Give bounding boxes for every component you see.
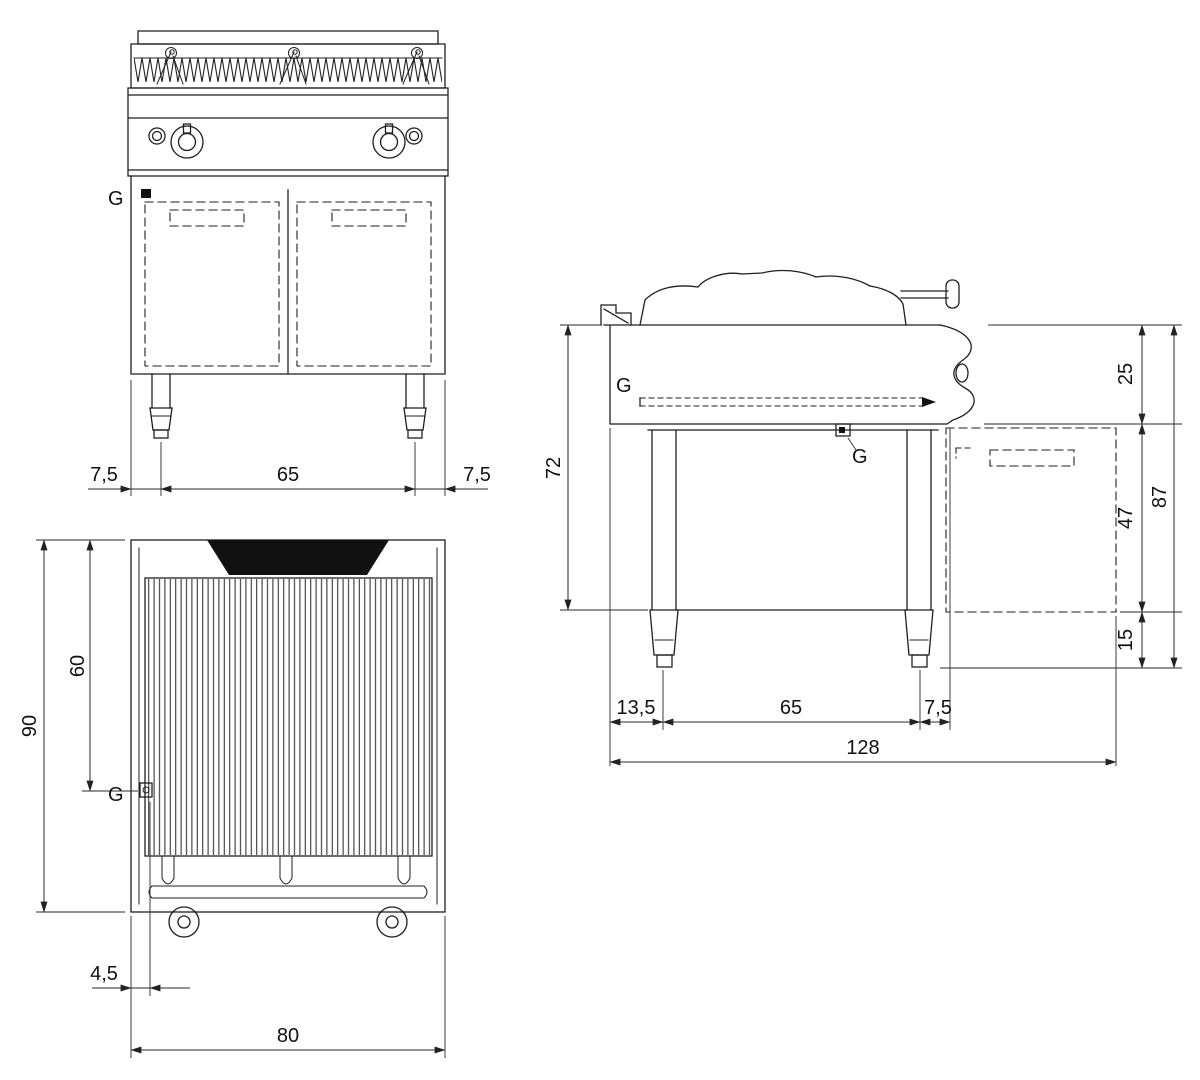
plan-inner-edges [138,547,438,905]
front-leg-right [403,373,427,439]
dim-label-side-leg-span: 65 [780,697,802,719]
side-view: G G 72 [543,269,1182,766]
gas-label-side-pipe: G [616,375,632,397]
gas-label-plan: G [108,784,124,806]
dim-label-side-total-height: 87 [1149,486,1171,508]
side-knob [955,363,969,383]
side-splash-bracket [600,304,632,326]
front-leg-left [149,373,173,439]
dim-label-front-leg-span: 65 [277,464,299,486]
dim-label-plan-gas-offset: 4,5 [90,963,118,985]
door-handle-left [169,209,245,227]
side-front-profile [939,324,975,425]
burner-knob-right [372,123,406,159]
dim-label-side-leg-height: 15 [1115,629,1137,651]
dim-label-front-right-offset: 7,5 [463,464,491,486]
gas-pipe-arrow-icon [922,397,936,407]
pilot-light-left [148,127,166,145]
dim-label-front-left-offset: 7,5 [90,464,118,486]
side-cabinet-detail [955,447,971,459]
grease-chute [207,540,389,575]
burner-tubes [148,855,428,899]
cabinet-door-right [296,201,432,367]
gas-pipe [639,397,923,407]
dim-label-side-front-offset: 13,5 [617,697,656,719]
side-handle [900,279,960,309]
burner-knob-left [170,123,204,159]
plan-knob-left [168,906,200,938]
front-dimensions: 7,5 65 7,5 [88,380,491,496]
dim-label-side-total-depth: 128 [846,737,879,759]
pilot-light-right [405,127,423,145]
front-view: G 7,5 65 7,5 [88,30,491,496]
dim-label-plan-gas-depth: 60 [67,655,89,677]
plan-view: G 90 60 4,5 80 [19,539,446,1058]
cabinet-door-left [144,201,280,367]
side-grate-profile [639,269,907,326]
gas-label-front: G [108,188,124,210]
door-handle-right [331,209,407,227]
front-top-bar [137,30,439,45]
front-cabinet [130,175,446,375]
gas-connection-marker [141,189,151,198]
side-frame [651,429,932,611]
dim-label-side-base-height: 47 [1115,507,1137,529]
side-body-band [603,324,947,425]
dim-label-plan-width: 80 [277,1025,299,1047]
side-cabinet-dashed [945,427,1117,613]
front-grate-teeth [134,58,442,82]
plan-grate-frame [144,577,433,857]
plan-knob-right [376,906,408,938]
front-body-band [127,87,449,177]
side-leg-rear [904,609,934,668]
side-leg-front [649,609,679,668]
gas-label-side-connection: G [852,446,868,468]
dim-label-side-top-height: 25 [1115,363,1137,385]
side-dimensions: 72 25 47 15 87 13,5 65 7,5 128 [543,324,1182,766]
plan-grate-bars [146,579,431,855]
dim-label-plan-depth: 90 [19,715,41,737]
plan-dimensions: 90 60 4,5 80 [19,539,446,1058]
side-cabinet-handle [989,449,1075,467]
dim-label-side-body-height: 72 [543,457,565,479]
gas-connection-side [835,423,857,451]
gas-connection-plan [139,782,153,798]
dim-label-side-rear-offset: 7,5 [924,697,952,719]
